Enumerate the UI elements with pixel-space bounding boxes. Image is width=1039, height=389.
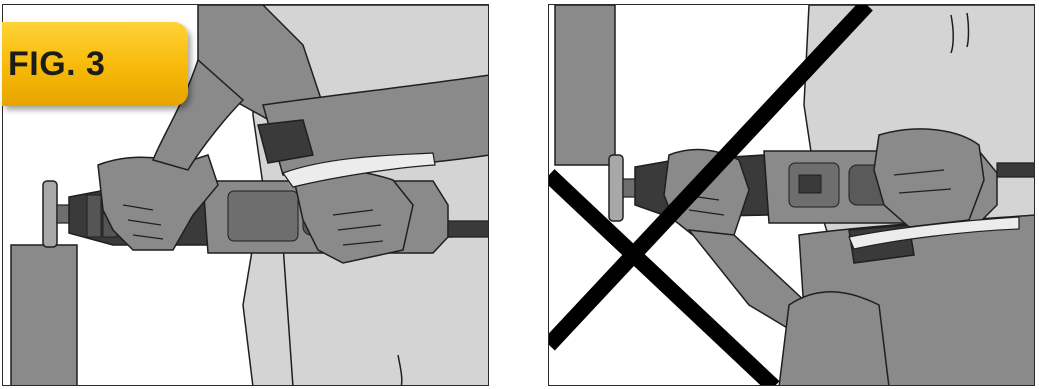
incorrect-grip-illustration [549, 5, 1035, 386]
operator-legs [283, 235, 489, 386]
power-switch [799, 175, 821, 193]
figure-label-badge: FIG. 3 [2, 22, 188, 106]
power-cord [448, 221, 489, 237]
power-cord [997, 163, 1035, 177]
belt [258, 120, 313, 163]
incorrect-grip-panel [548, 4, 1035, 386]
workpiece [11, 245, 77, 386]
operator-shoulder [779, 292, 889, 386]
left-hand [664, 150, 749, 240]
grinding-wheel [609, 155, 623, 221]
grinding-wheel [43, 181, 57, 247]
workpiece [555, 5, 615, 165]
figure-label: FIG. 3 [8, 45, 105, 84]
